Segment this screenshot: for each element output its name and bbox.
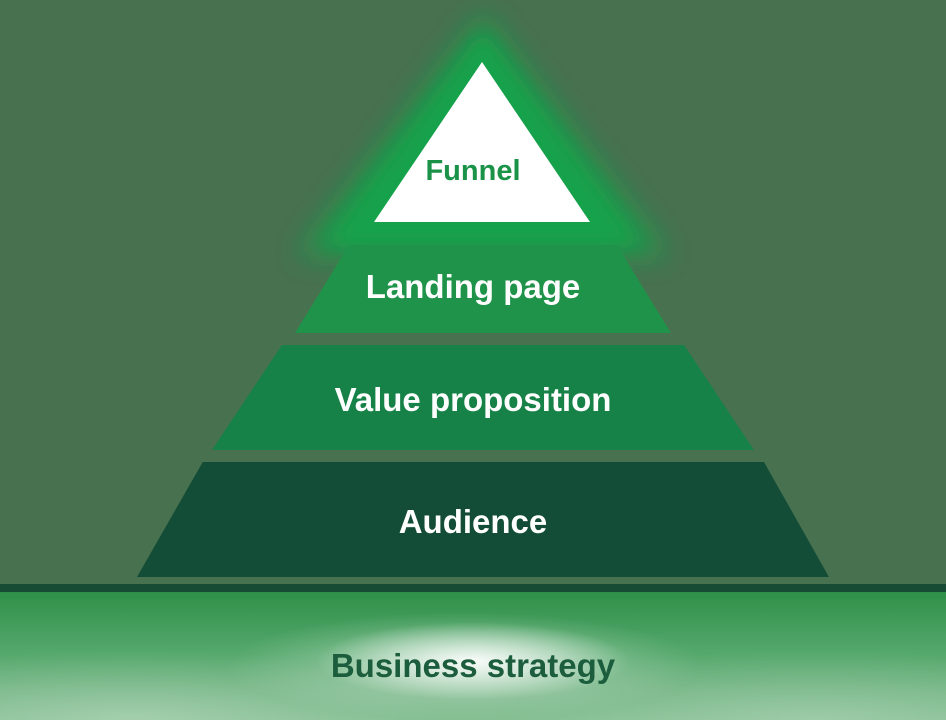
base-band — [0, 592, 946, 720]
tier-funnel-label: Funnel — [425, 155, 521, 187]
tier-landing-page-label: Landing page — [365, 268, 581, 305]
base-band-divider — [0, 584, 946, 592]
tier-audience-label: Audience — [398, 503, 548, 540]
tier-value-proposition-label: Value proposition — [334, 381, 612, 418]
tier-audience-shape — [137, 462, 829, 577]
tier-landing-page-shape — [295, 245, 671, 333]
tier-value-proposition-shape — [212, 345, 754, 450]
tier-funnel-shape — [374, 62, 590, 222]
base-band-label: Business strategy — [330, 647, 616, 684]
